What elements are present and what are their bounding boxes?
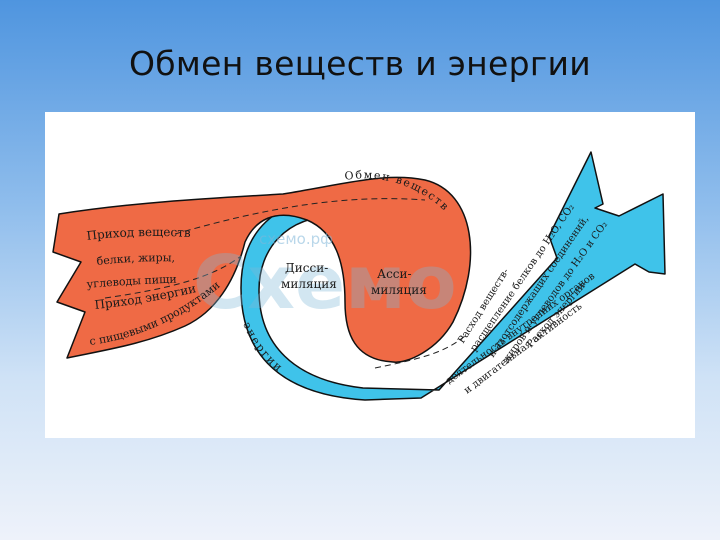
watermark-site: схемо.рф — [259, 230, 333, 248]
watermark-suffix: РФ — [475, 236, 516, 264]
label-assimilation-2: миляция — [371, 283, 427, 297]
label-assimilation-1: Асси- — [377, 267, 412, 281]
slide-title: Обмен веществ и энергии — [128, 44, 592, 83]
dashed-line-right — [374, 335, 466, 369]
svg-text:Приход веществ: Приход веществ — [86, 225, 192, 243]
metabolism-diagram: Схемо схемо.рф РФ Приход веществ белки, … — [52, 151, 666, 401]
energy-flow-band — [240, 151, 666, 401]
label-intake-substances: Приход веществ — [86, 225, 192, 243]
svg-text:белки, жиры,: белки, жиры, — [96, 251, 175, 268]
dashed-line-upper — [174, 198, 426, 235]
label-proteins-fats: белки, жиры, — [96, 251, 175, 268]
label-dissimilation-1: Дисси- — [285, 261, 328, 275]
watermark-brand: Схемо — [193, 240, 457, 326]
svg-text:углеводы пищи: углеводы пищи — [86, 273, 177, 291]
label-carbohydrates: углеводы пищи — [86, 273, 177, 291]
substance-flow-band — [52, 176, 472, 363]
diagram-panel: Схемо схемо.рф РФ Приход веществ белки, … — [45, 112, 695, 438]
dashed-line-lower — [104, 255, 242, 299]
label-dissimilation-2: миляция — [281, 277, 337, 291]
